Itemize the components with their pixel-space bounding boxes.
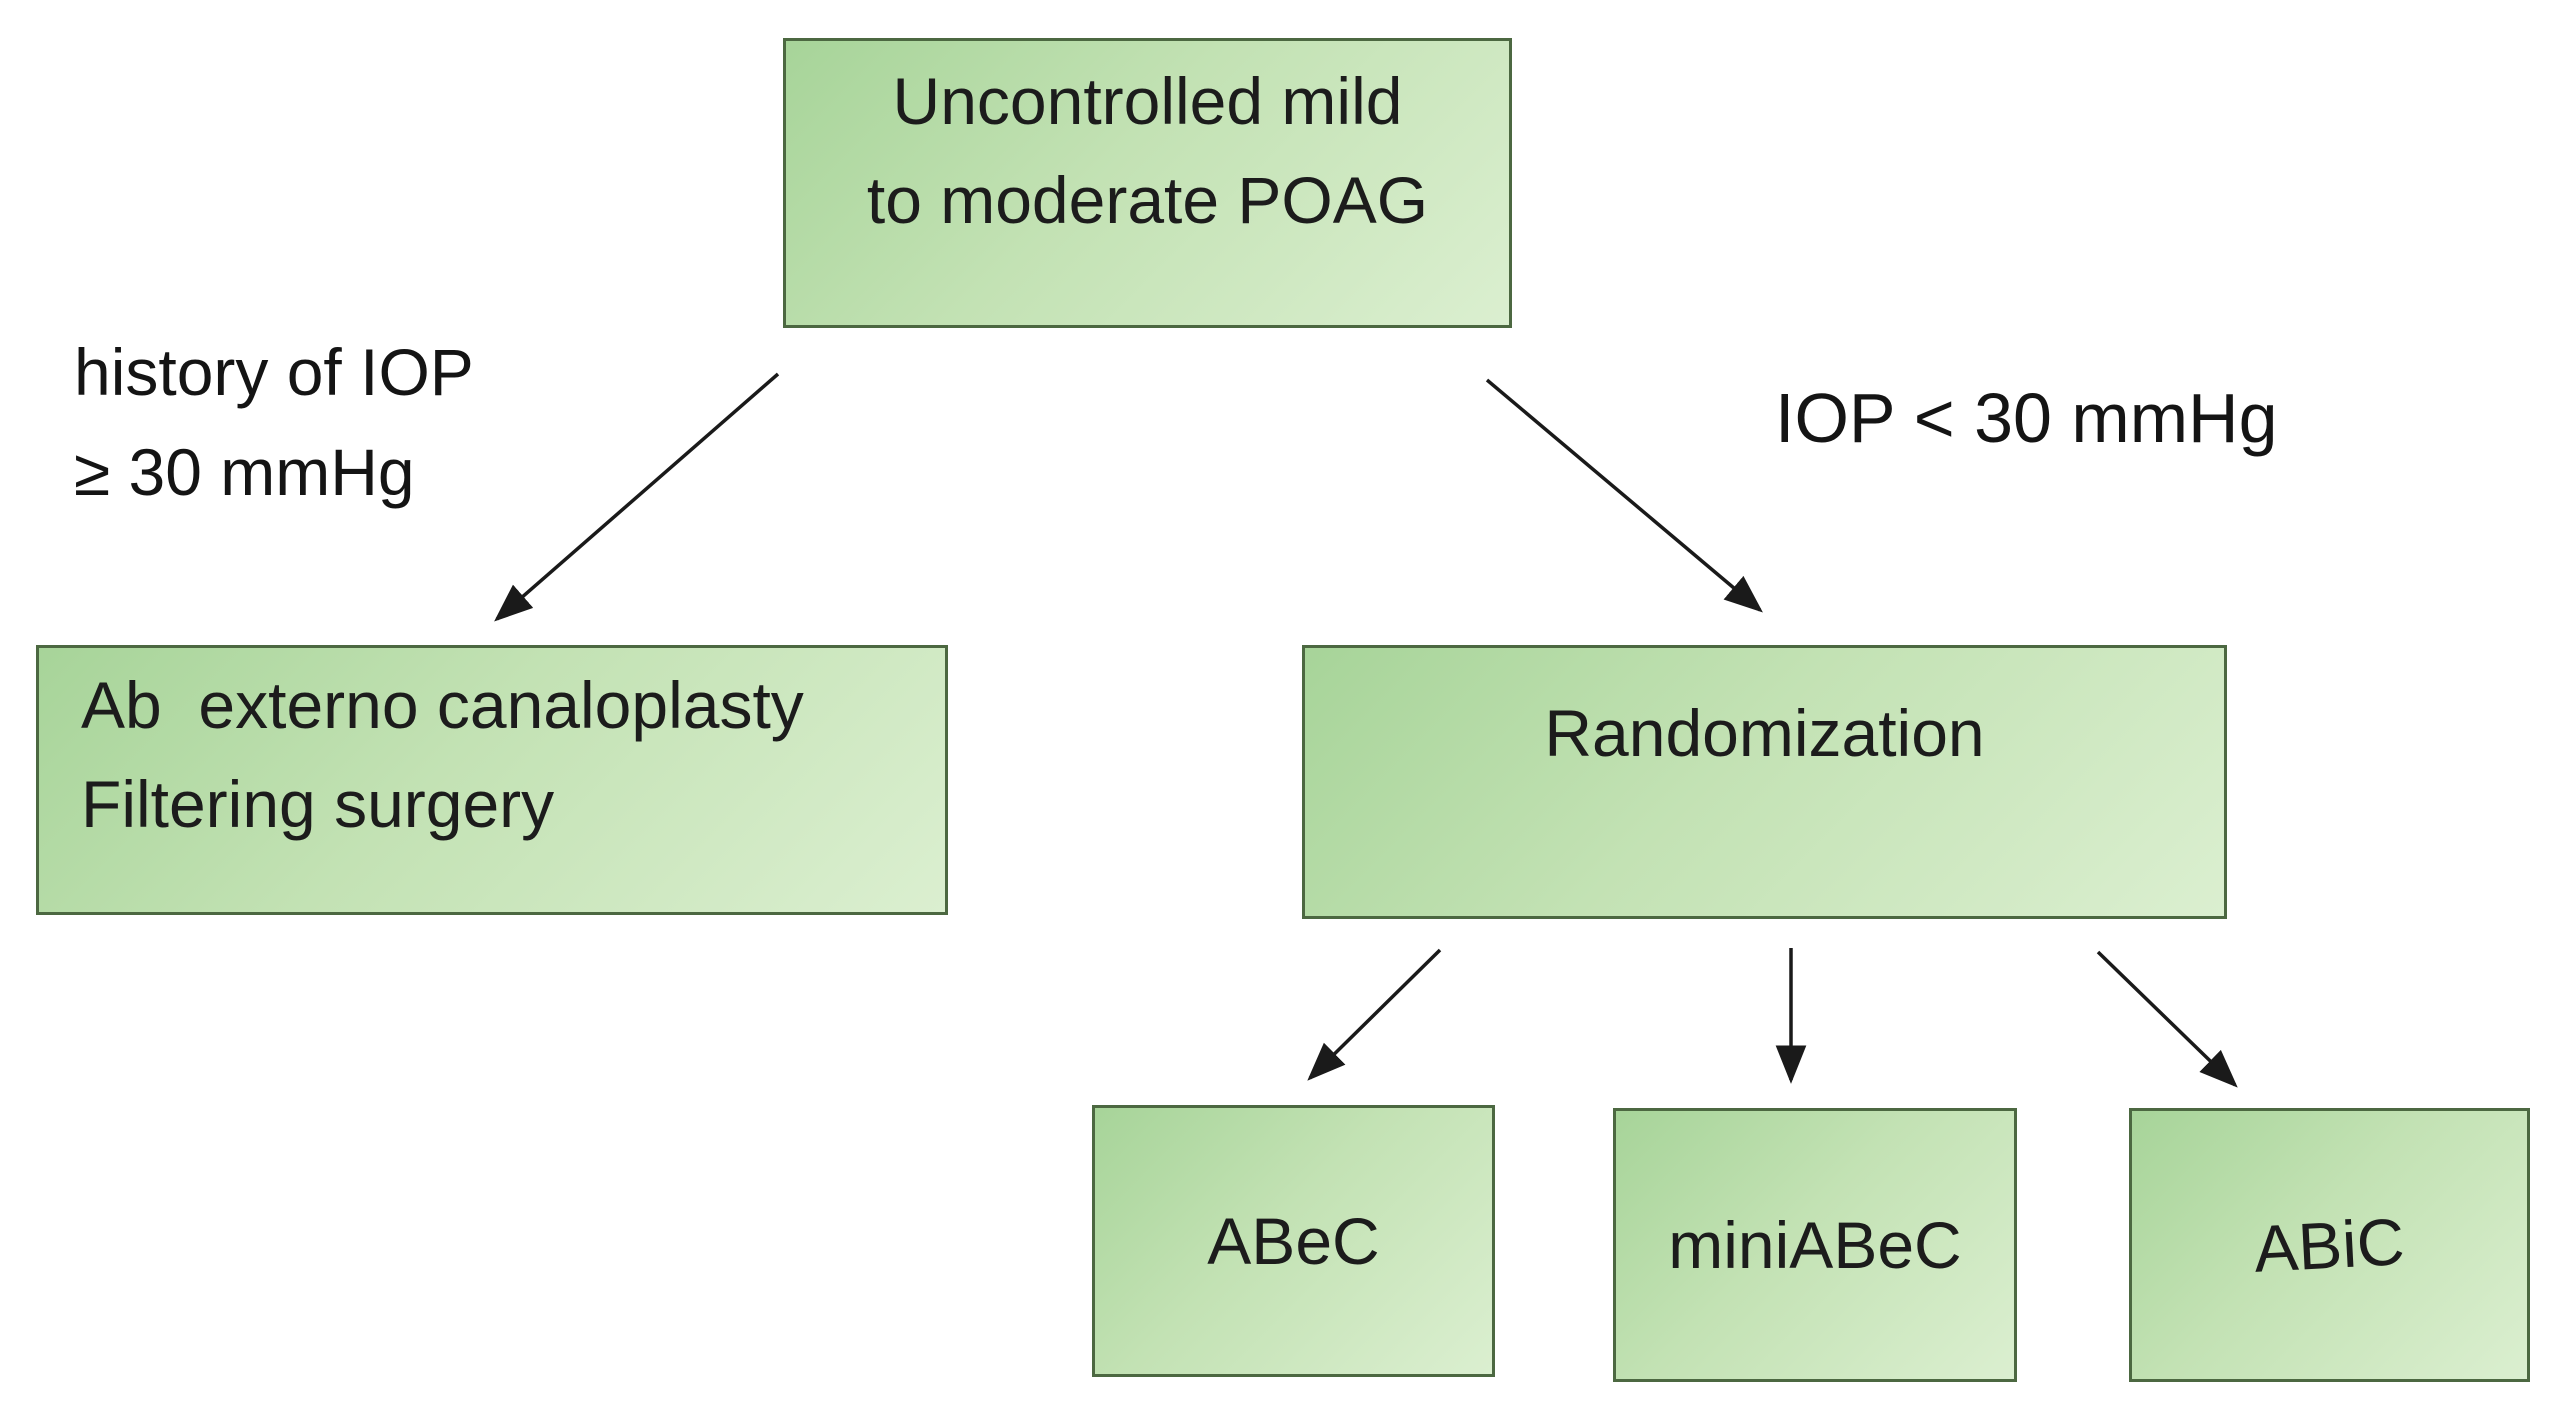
- flow-node-arm-abic: ABiC: [2129, 1108, 2530, 1382]
- arrow-randomization-to-abic: [2096, 950, 2238, 1088]
- flow-node-arm-abic-label: ABiC: [2252, 1203, 2407, 1286]
- arrow-randomization-to-abec: [1307, 948, 1442, 1081]
- flow-node-left-outcome-label: Ab externo canaloplasty Filtering surger…: [81, 668, 804, 841]
- arrow-root-to-randomization: [1485, 378, 1763, 613]
- flow-node-arm-miniabec-label: miniABeC: [1668, 1207, 1962, 1282]
- flow-node-arm-miniabec: miniABeC: [1613, 1108, 2017, 1382]
- flow-node-randomization-label: Randomization: [1544, 696, 1985, 770]
- flow-node-left-outcome: Ab externo canaloplasty Filtering surger…: [36, 645, 948, 915]
- flow-node-root-label: Uncontrolled mild to moderate POAG: [866, 64, 1429, 237]
- edge-label-right-condition: IOP < 30 mmHg: [1775, 379, 2278, 457]
- flow-node-root: Uncontrolled mild to moderate POAG: [783, 38, 1512, 328]
- flow-node-arm-abec-label: ABeC: [1207, 1203, 1380, 1278]
- flow-node-arm-abec: ABeC: [1092, 1105, 1495, 1377]
- arrow-root-to-left-outcome: [494, 372, 780, 622]
- edge-label-left-condition: history of IOP ≥ 30 mmHg: [74, 335, 474, 509]
- flow-node-randomization: Randomization: [1302, 645, 2227, 919]
